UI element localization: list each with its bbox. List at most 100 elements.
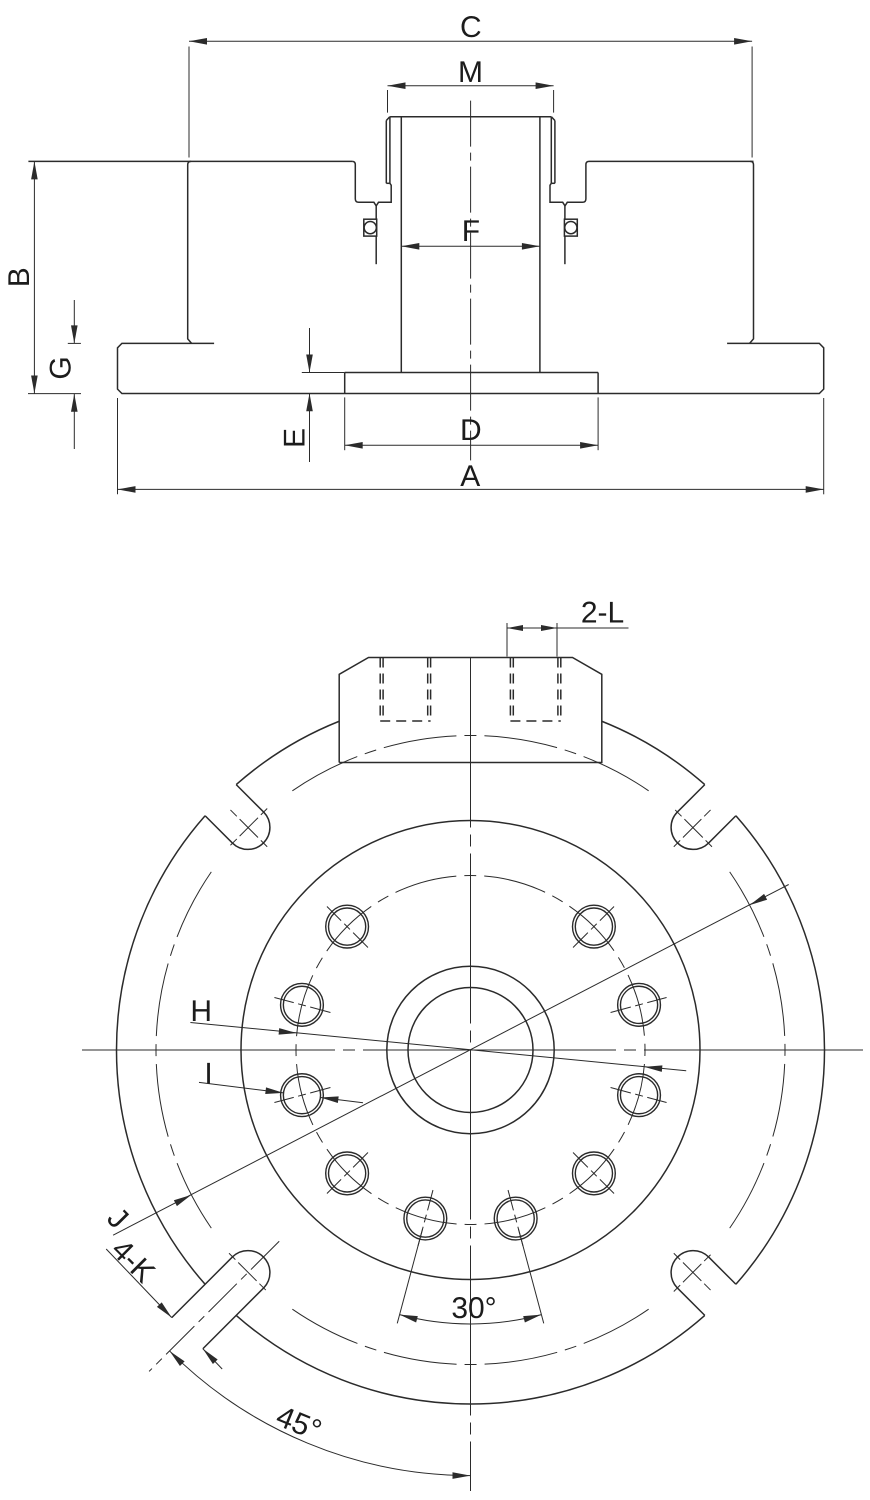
bolt-hole-225-mark [343,1170,351,1177]
dim-C-arrow-right [734,38,753,45]
dim-I-arrow-right [320,1096,339,1103]
notch-315-mark-radial [673,1252,713,1292]
dim-A-label: A [460,460,480,493]
bolt-hole-255-mark [427,1189,434,1211]
dim-B-arrow-bottom [31,375,38,394]
body-left-edge [186,160,193,344]
dim-E-label: E [279,428,312,448]
bolt-hole-195-mark [310,1087,331,1094]
bolt-hole-345-mark [610,1087,631,1094]
plan-dimensions: 2-L H I J 4-K 30° 45° [101,597,789,1479]
dim-B-label: B [3,267,36,287]
dim-2L-label: 2-L [581,597,624,630]
bolt-hole-345-mark [635,1093,644,1097]
bolt-hole-15-mark [610,1006,631,1013]
bolt-hole-225-outer [325,1151,370,1196]
notch-45-mark-radial [673,808,713,848]
notch-135-side-b [204,815,234,844]
notch-225-side-a [171,1256,234,1319]
notch-315-side-b [707,1256,737,1285]
dim-45-arc [169,1350,471,1477]
bolt-hole-45-mark [572,932,589,948]
boss-chamfer-left [385,116,391,122]
dim-D-arrow-right [580,442,599,449]
bolt-hole-315-mark [572,1152,589,1168]
dim-F-label: F [462,215,480,248]
dim-2L-arrow-right [541,625,557,631]
boss-chamfer-right [550,116,556,122]
dim-K-arrow-2 [202,1348,218,1365]
notch-45-side-b [676,784,706,813]
bolt-hole-45-inner [574,907,614,946]
dim-30-ext-255 [396,1228,424,1324]
notch-225-side-b [202,1287,265,1350]
bolt-hole-135-inner [327,907,367,946]
dim-45-label: 45° [272,1400,326,1448]
dim-E-arrow-bottom [306,393,313,412]
bolt-hole-195-inner [282,1075,322,1115]
dim-30-arrow-right [523,1314,542,1323]
bolt-hole-135-mark [326,906,342,921]
dim-30-ext-285 [517,1228,545,1324]
dim-A-arrow-left [117,486,136,493]
bolt-hole-195-mark [297,1093,306,1097]
bolt-hole-15-inner [619,985,659,1025]
outer-circle-arc-4 [601,720,706,786]
dim-C-label: C [460,11,482,44]
dim-J-arrow-lowerleft [173,1194,192,1207]
dim-J-line [112,884,789,1236]
dim-D-label: D [460,414,482,447]
dim-45-arrow-right [452,1472,471,1479]
dim-D-arrow-left [344,442,363,449]
dim-J-arrow-upperright [749,893,768,906]
bolt-hole-45-mark [590,923,598,930]
notch-135-mark-radial [228,808,268,848]
bolt-hole-255-mark [423,1214,427,1223]
dim-M-arrow-left [387,82,406,89]
dim-B-arrow-top [31,161,38,180]
bolt-hole-165-outer [279,982,325,1027]
bolt-hole-45-mark [599,906,615,921]
bolt-hole-165-mark [297,1003,306,1007]
tab-outline [338,656,603,764]
bolt-hole-135-mark [352,932,369,948]
bolt-hole-285-inner [496,1199,535,1238]
dim-I-label: I [204,1058,212,1091]
dim-30-arrow-left [399,1314,418,1323]
dim-H-arrow-left [278,1028,297,1035]
notch-225-axis [148,1240,280,1372]
bolt-hole-315-mark [590,1170,598,1177]
plan-view: 2-L H I J 4-K 30° 45° [82,597,863,1491]
bolt-hole-195-outer [279,1073,325,1118]
bolt-hole-225-mark [326,1179,342,1194]
bolt-hole-165-mark [274,996,294,1004]
dim-45-arrow-left [169,1350,185,1367]
bolt-hole-285-outer [493,1196,538,1241]
dim-4K-label: 4-K [105,1233,161,1289]
dim-J-label: J [101,1202,135,1236]
dim-H-line [190,1022,687,1072]
dim-A-arrow-right [805,486,824,493]
bolt-hole-165-inner [282,985,322,1025]
dim-M-label: M [458,56,483,89]
dim-E-arrow-top [306,354,313,373]
notch-315-side-a [676,1287,706,1316]
bolt-hole-15-mark [635,1003,644,1007]
notch-135-side-a [235,784,265,813]
bolt-hole-45-outer [571,904,616,949]
bolt-hole-285-mark [507,1189,514,1211]
bolt-hole-315-inner [574,1154,614,1193]
dim-I-arrow-left [265,1087,284,1094]
dim-G-arrow-top [71,325,78,344]
bolt-hole-315-outer [571,1151,616,1196]
dim-K-arrow-1 [156,1302,172,1318]
outer-circle-arc-0 [235,720,340,786]
bolt-hole-225-inner [327,1154,367,1193]
cavity-right [549,160,590,208]
front-view: C M B G E F D A [3,11,825,495]
bolt-hole-345-mark [647,1096,667,1104]
detent-circle-right [564,220,578,235]
dim-H-label: H [190,995,212,1028]
bolt-hole-165-mark [310,1006,331,1013]
